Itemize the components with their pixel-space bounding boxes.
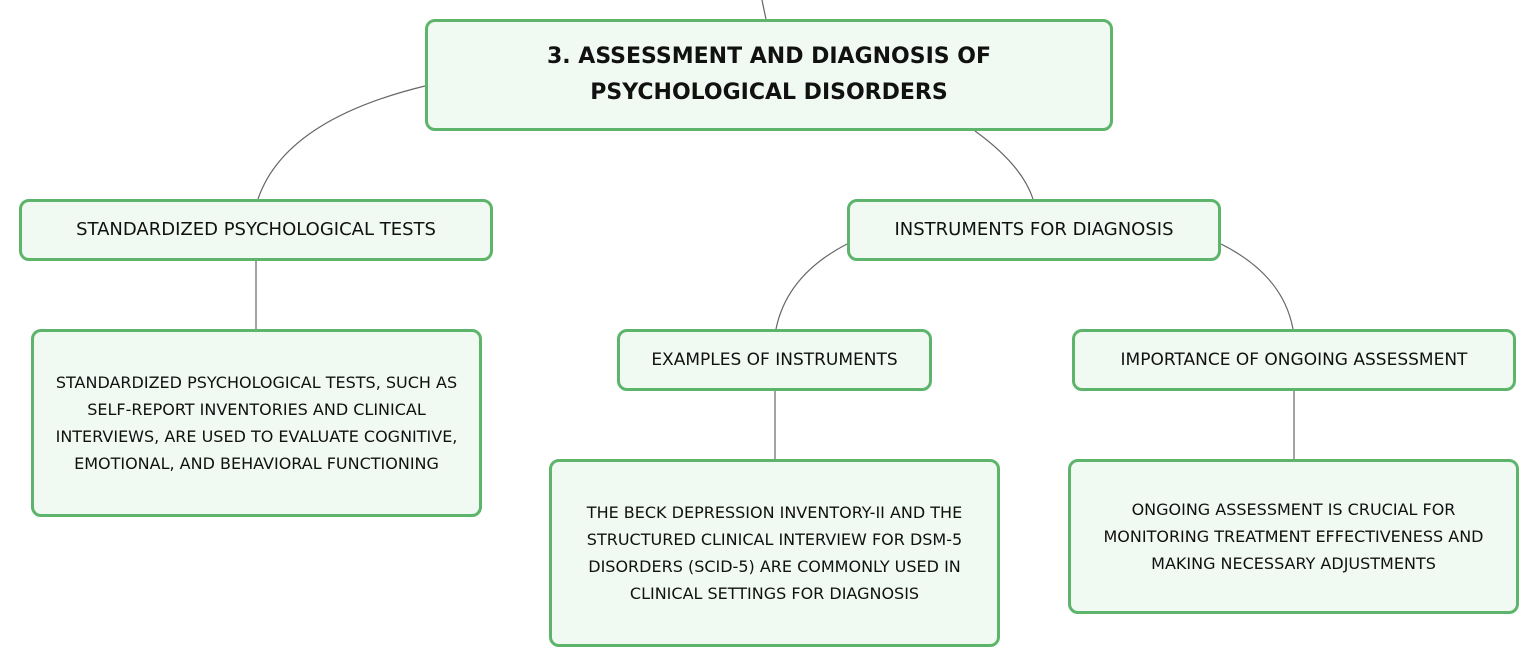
ongoing-assessment-description-node[interactable]: ONGOING ASSESSMENT IS CRUCIAL FOR MONITO…	[1068, 459, 1519, 614]
connector-root-to-instruments	[974, 130, 1034, 200]
examples-description-text: THE BECK DEPRESSION INVENTORY-II AND THE…	[586, 503, 963, 603]
examples-topic-node[interactable]: EXAMPLES OF INSTRUMENTS	[617, 329, 932, 391]
instruments-topic-label: INSTRUMENTS FOR DIAGNOSIS	[894, 219, 1174, 240]
connector-instruments-to-examples	[775, 243, 848, 330]
instruments-topic-node[interactable]: INSTRUMENTS FOR DIAGNOSIS	[847, 199, 1221, 261]
standardized-tests-topic-node[interactable]: STANDARDIZED PSYCHOLOGICAL TESTS	[19, 199, 493, 261]
examples-topic-label: EXAMPLES OF INSTRUMENTS	[651, 350, 898, 370]
ongoing-assessment-topic-label: IMPORTANCE OF ONGOING ASSESSMENT	[1120, 350, 1468, 370]
root-topic-node[interactable]: 3. ASSESSMENT AND DIAGNOSIS OF PSYCHOLOG…	[425, 19, 1113, 131]
standardized-tests-description-text: STANDARDIZED PSYCHOLOGICAL TESTS, SUCH A…	[55, 373, 458, 473]
standardized-tests-description-node[interactable]: STANDARDIZED PSYCHOLOGICAL TESTS, SUCH A…	[31, 329, 482, 517]
root-topic-label: 3. ASSESSMENT AND DIAGNOSIS OF PSYCHOLOG…	[546, 44, 992, 105]
ongoing-assessment-topic-node[interactable]: IMPORTANCE OF ONGOING ASSESSMENT	[1072, 329, 1516, 391]
examples-description-node[interactable]: THE BECK DEPRESSION INVENTORY-II AND THE…	[549, 459, 1000, 647]
connector-root-to-standardized-tests	[257, 85, 426, 200]
ongoing-assessment-description-text: ONGOING ASSESSMENT IS CRUCIAL FOR MONITO…	[1103, 500, 1484, 573]
connector-parent-to-root	[761, 0, 767, 20]
connector-instruments-to-ongoing	[1220, 243, 1294, 330]
standardized-tests-topic-label: STANDARDIZED PSYCHOLOGICAL TESTS	[76, 219, 436, 240]
